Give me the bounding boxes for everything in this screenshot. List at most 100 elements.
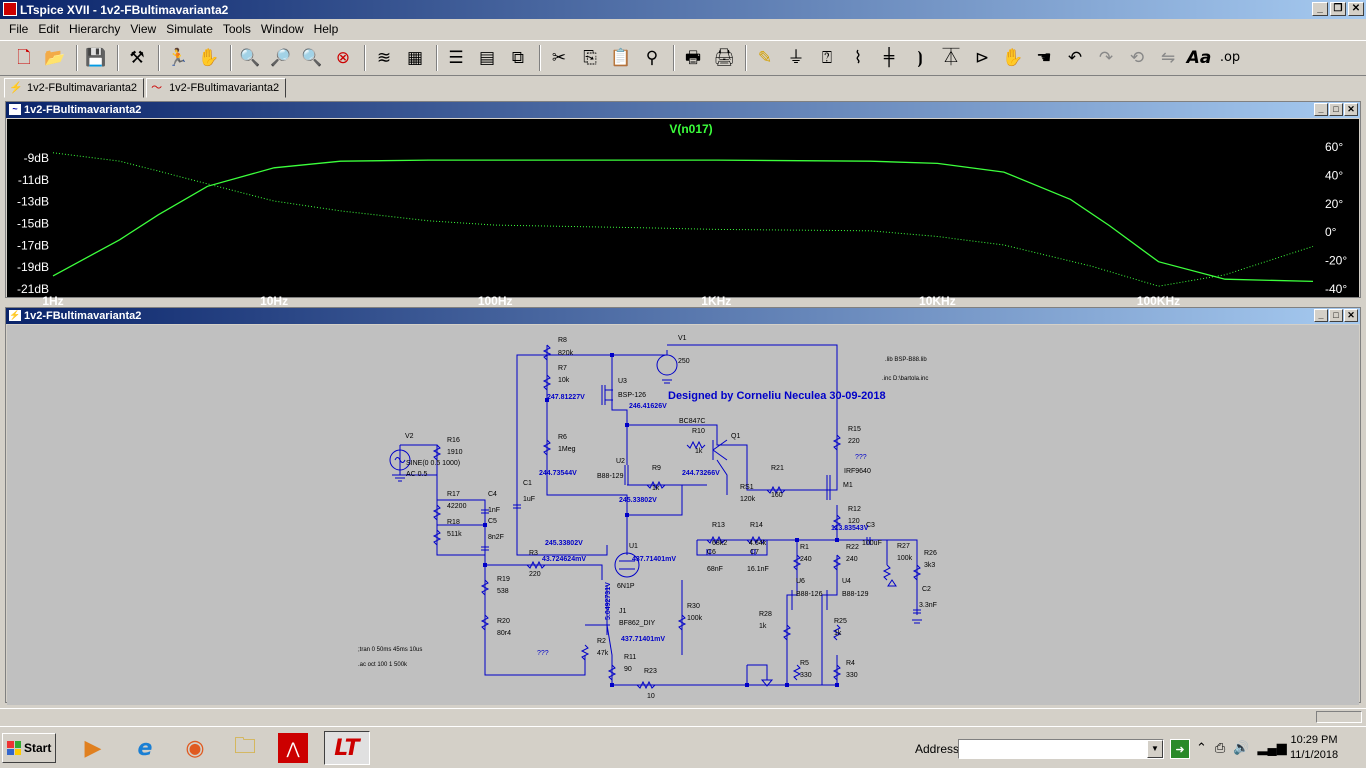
schematic-canvas[interactable]: R8 820k R7 10k U3 BSP-126 V1 250 R6 1Meg…	[7, 325, 1359, 705]
phase-trace[interactable]	[52, 152, 1314, 287]
label-R20-value: 80r4	[497, 630, 511, 637]
firefox-icon[interactable]: ◉	[185, 735, 205, 761]
autorange-icon[interactable]: ≋	[376, 48, 392, 68]
spice-directive-icon[interactable]: .op	[1219, 50, 1241, 65]
label-U6-value: B88-126	[796, 591, 823, 598]
inc-directive[interactable]: .inc D:\bartola.inc	[882, 376, 928, 382]
node-voltage: 437.71401mV	[632, 556, 676, 563]
tab-schematic[interactable]: ⚡ 1v2-FBultimavarianta2	[4, 78, 145, 98]
mirror-icon[interactable]: ⇋	[1160, 48, 1176, 68]
halt-icon[interactable]: ✋	[198, 48, 220, 68]
pane-maximize-button[interactable]: □	[1329, 309, 1343, 322]
menu-view[interactable]: View	[130, 22, 157, 36]
menu-hierarchy[interactable]: Hierarchy	[69, 22, 121, 36]
start-button[interactable]: Start	[2, 733, 56, 763]
print-icon[interactable]: 🖶	[684, 48, 702, 68]
go-arrow-icon[interactable]: ➜	[1170, 739, 1190, 759]
show-hidden-icons-icon[interactable]: ⌃	[1196, 740, 1207, 755]
x-tick-label: 1Hz	[42, 294, 63, 308]
schematic-drawing[interactable]: R8 820k R7 10k U3 BSP-126 V1 250 R6 1Meg…	[7, 325, 1359, 705]
ground-icon[interactable]: ⏚	[787, 48, 805, 68]
node-voltage: 437.71401mV	[621, 636, 665, 643]
tab-waveform[interactable]: 〜 1v2-FBultimavarianta2	[146, 78, 287, 98]
system-tray: ⌃ ⎙ 🔊 ▂▄▆	[1196, 733, 1287, 763]
label-R10-value: 1k	[695, 448, 703, 455]
label-net-icon[interactable]: ⍰	[821, 48, 833, 68]
label-J1: J1	[619, 608, 627, 615]
windows-media-player-icon[interactable]: ▶	[84, 735, 102, 761]
print-setup-icon[interactable]: 🖨	[713, 48, 735, 68]
grid-icon[interactable]: ▦	[406, 48, 424, 68]
tran-directive[interactable]: ;tran 0 50ms 45ms 10us	[358, 647, 422, 653]
label-R5-value: 330	[800, 672, 812, 679]
menu-edit[interactable]: Edit	[38, 22, 60, 36]
magnitude-trace[interactable]	[52, 159, 1314, 283]
minimize-button[interactable]: _	[1312, 2, 1328, 16]
pane-maximize-button[interactable]: □	[1329, 103, 1343, 116]
undo-icon[interactable]: ↶	[1067, 48, 1083, 68]
internet-explorer-icon[interactable]: e	[137, 735, 153, 761]
copy-icon[interactable]: ⎘	[583, 48, 597, 68]
tile-vertical-icon[interactable]: ▤	[478, 48, 496, 68]
open-icon[interactable]: 📂	[44, 48, 66, 68]
cut-icon[interactable]: ✂	[551, 48, 567, 68]
pane-minimize-button[interactable]: _	[1314, 103, 1328, 116]
menu-file[interactable]: File	[9, 22, 29, 36]
redo-icon[interactable]: ↷	[1098, 48, 1114, 68]
find-icon[interactable]: ⚲	[645, 48, 659, 68]
diode-icon[interactable]: ⏄	[942, 48, 960, 68]
zoom-out-icon[interactable]: 🔍	[301, 48, 323, 68]
draw-wire-icon[interactable]: ✎	[757, 48, 773, 68]
zoom-fit-icon[interactable]: ⊗	[335, 48, 351, 68]
ac-directive[interactable]: .ac oct 100 1 500k	[358, 662, 408, 668]
new-schematic-icon[interactable]: 🗋	[17, 48, 31, 68]
restore-button[interactable]: ❐	[1330, 2, 1346, 16]
volume-icon[interactable]: 🔊	[1233, 740, 1250, 755]
label-R17: R17	[447, 491, 460, 498]
address-input[interactable]: ▼	[958, 739, 1164, 759]
acrobat-reader-icon[interactable]: ⋀	[278, 733, 308, 763]
x-tick-label: 10KHz	[919, 294, 956, 308]
bode-chart[interactable]: V(n017) -9dB-11dB-13dB-15dB-17dB-19dB-21…	[7, 119, 1359, 308]
label-V2-value: SINE(0 0.5 1000)	[406, 460, 460, 467]
resistor-icon[interactable]: ⌇	[853, 48, 863, 68]
rotate-icon[interactable]: ⟲	[1129, 48, 1145, 68]
text-icon[interactable]: Aa	[1186, 48, 1212, 68]
menu-tools[interactable]: Tools	[222, 22, 251, 36]
move-icon[interactable]: ✋	[1002, 48, 1024, 68]
label-C7-value: 16.1nF	[747, 566, 769, 573]
close-button[interactable]: ✕	[1348, 2, 1364, 16]
zoom-pan-icon[interactable]: 🔎	[270, 48, 292, 68]
paste-icon[interactable]: 📋	[610, 48, 632, 68]
drag-icon[interactable]: ☚	[1036, 48, 1052, 68]
lib-directive[interactable]: .lib BSP-B88.lib	[885, 357, 927, 363]
network-signal-icon[interactable]: ▂▄▆	[1257, 740, 1287, 755]
control-panel-icon[interactable]: ⚒	[129, 48, 145, 68]
designer-credit[interactable]: Designed by Corneliu Neculea 30-09-2018	[668, 390, 886, 402]
ltspice-icon[interactable]: LT	[324, 731, 370, 765]
node-voltage: 245.33802V	[619, 497, 657, 504]
menu-help[interactable]: Help	[313, 22, 339, 36]
menu-simulate[interactable]: Simulate	[166, 22, 213, 36]
system-clock[interactable]: 10:29 PM 11/1/2018	[1280, 733, 1348, 763]
pane-minimize-button[interactable]: _	[1314, 309, 1328, 322]
inductor-icon[interactable]: ⦘	[917, 48, 923, 68]
capacitor-icon[interactable]: ╪	[883, 48, 895, 68]
usb-device-icon[interactable]: ⎙	[1214, 740, 1226, 755]
cascade-icon[interactable]: ⧉	[511, 48, 525, 68]
pane-close-button[interactable]: ✕	[1344, 309, 1358, 322]
pane-close-button[interactable]: ✕	[1344, 103, 1358, 116]
file-explorer-icon[interactable]: 🗀	[233, 734, 256, 759]
zoom-in-icon[interactable]: 🔍	[239, 48, 261, 68]
save-icon[interactable]: 💾	[85, 48, 107, 68]
component-icon[interactable]: ⊳	[974, 48, 990, 68]
waveform-plot-area[interactable]: V(n017) -9dB-11dB-13dB-15dB-17dB-19dB-21…	[7, 119, 1359, 308]
trace-label[interactable]: V(n017)	[669, 122, 712, 136]
menu-window[interactable]: Window	[260, 22, 304, 36]
label-R16: R16	[447, 437, 460, 444]
tile-horizontal-icon[interactable]: ☰	[448, 48, 464, 68]
y-tick-label-right: 40°	[1325, 168, 1343, 182]
run-icon[interactable]: 🏃	[167, 48, 189, 68]
chevron-down-icon[interactable]: ▼	[1147, 740, 1163, 758]
node-voltage: 244.73266V	[682, 470, 720, 477]
